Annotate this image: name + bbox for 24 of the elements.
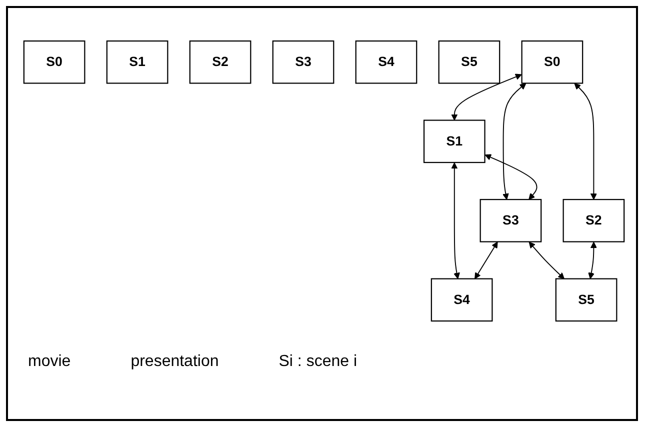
node-box (272, 40, 334, 84)
frame: S0 S1 S2 S3 S4 S5 S0 S2 S1 S3 S4 S5 movie presentation Si : scene i (6, 6, 638, 421)
node-box (355, 40, 418, 84)
node-box (189, 40, 252, 84)
node-box (23, 40, 86, 84)
node-box (106, 40, 168, 84)
arrow (588, 242, 597, 280)
node-box (521, 40, 584, 84)
caption-text: presentation (130, 353, 219, 371)
node-box (562, 198, 625, 242)
arrow (451, 162, 460, 280)
arrow (451, 74, 522, 121)
arrow (474, 242, 498, 280)
node-box (480, 198, 542, 242)
node-box (423, 120, 486, 164)
arrow (502, 83, 526, 200)
caption-text: Si : scene i (278, 353, 358, 371)
arrow (484, 154, 538, 200)
node-box (438, 40, 500, 84)
node-box (430, 278, 493, 322)
node-box (555, 278, 618, 322)
arrow (574, 83, 597, 200)
arrow (528, 242, 564, 280)
caption-text: movie (28, 353, 71, 371)
